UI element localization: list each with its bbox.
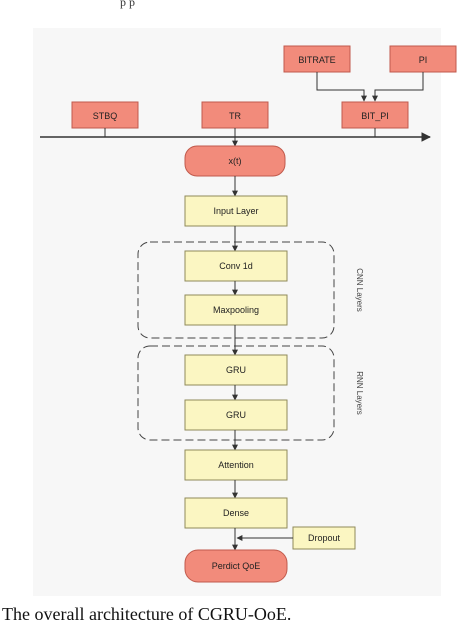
conv1d-label: Conv 1d — [219, 261, 253, 271]
rnn-group — [137, 345, 335, 441]
gru2-label: GRU — [226, 410, 246, 420]
figure-caption: The overall architecture of CGRU-OoE. — [2, 604, 292, 624]
top-cut-text: p p — [120, 0, 135, 9]
attention-node — [184, 449, 288, 481]
maxpooling-label: Maxpooling — [213, 305, 259, 315]
input-tr-box — [201, 101, 269, 129]
conv1d-node — [184, 250, 288, 282]
bitrate-to-bitpi-line — [316, 72, 367, 102]
input-tr-label: TR — [229, 111, 241, 121]
input-bitrate-box — [283, 45, 351, 73]
xt-label: x(t) — [229, 156, 242, 166]
input-layer-node — [184, 195, 288, 227]
input-pi-box — [389, 45, 457, 73]
input-bitpi-label: BIT_PI — [361, 111, 389, 121]
input-stbq-label: STBQ — [93, 111, 118, 121]
predict-qoe-node — [184, 549, 288, 583]
pi-to-bitpi-line — [372, 72, 424, 102]
input-bitpi-box — [341, 101, 409, 129]
rnn-group-label: RNN Layers — [355, 371, 364, 415]
gru1-label: GRU — [226, 365, 246, 375]
gru2-node — [184, 399, 288, 431]
input-pi-label: PI — [419, 55, 428, 65]
input-bitrate-label: BITRATE — [298, 55, 335, 65]
predict-qoe-label: Perdict QoE — [212, 561, 261, 571]
dropout-label: Dropout — [308, 533, 341, 543]
dense-label: Dense — [223, 508, 249, 518]
gru1-node — [184, 354, 288, 386]
maxpooling-node — [184, 294, 288, 326]
attention-label: Attention — [218, 460, 254, 470]
dense-node — [184, 497, 288, 529]
cnn-group-label: CNN Layers — [355, 268, 364, 312]
cnn-group — [137, 241, 335, 339]
input-stbq-box — [71, 101, 139, 129]
input-layer-label: Input Layer — [213, 206, 258, 216]
